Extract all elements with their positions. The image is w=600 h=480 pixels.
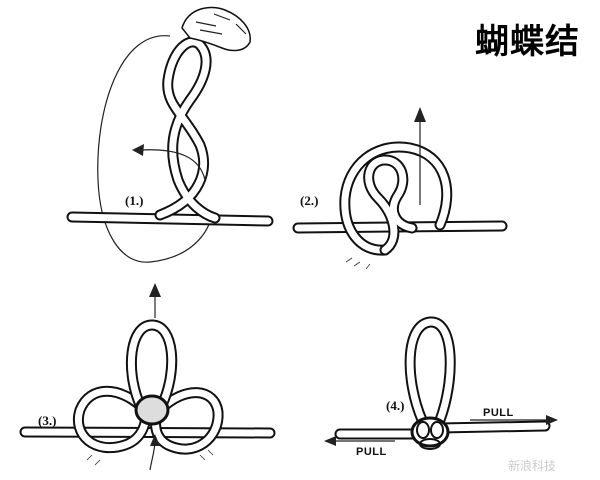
page-title: 蝴蝶结 (475, 22, 580, 62)
step-1-arrow (139, 149, 206, 181)
step-1-label: (1.) (125, 193, 143, 208)
step-2-illustration: (2.) (292, 107, 508, 270)
hand-icon (181, 6, 251, 52)
step-4-label: (4.) (386, 398, 404, 413)
step-3-illustration: (3.) (19, 283, 276, 471)
step-3-label: (3.) (38, 413, 56, 428)
watermark: 新浪科技 (508, 458, 556, 473)
step-2-label: (2.) (300, 193, 318, 208)
step-4-knot (410, 416, 450, 450)
pull-label-right: PULL (483, 407, 514, 419)
pull-label-left: PULL (356, 446, 387, 458)
step-4-illustration: (4.) PULL PULL (324, 316, 558, 458)
step-1-illustration: (1.) (66, 6, 274, 263)
step-1-guide-oval (97, 35, 211, 263)
step-3-knot-center (134, 394, 170, 426)
